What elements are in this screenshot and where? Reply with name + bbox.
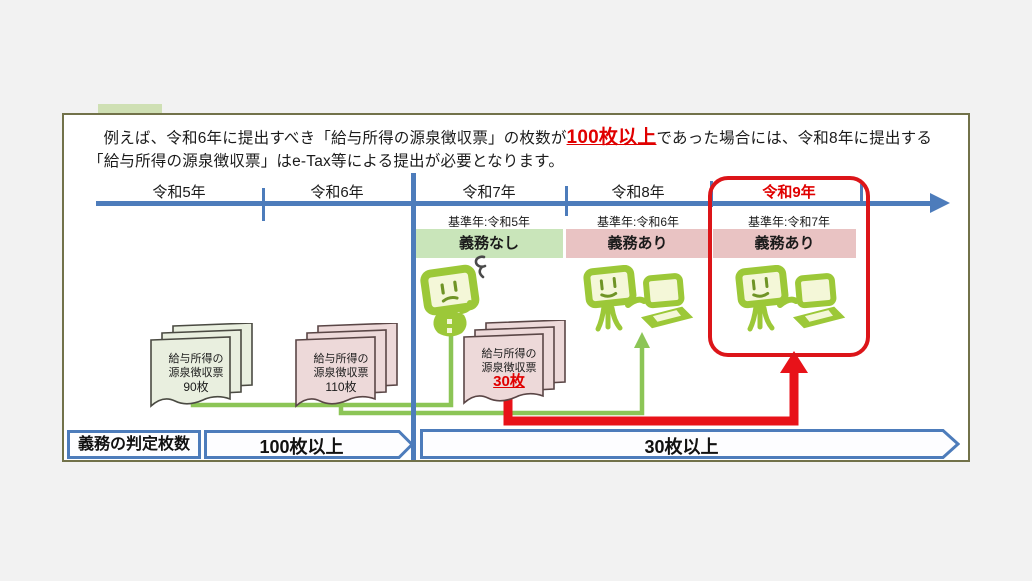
- intro-highlight-100sheets: 100枚以上: [566, 127, 657, 148]
- base-year-label-reiwa9: 基準年:令和7年: [747, 215, 830, 229]
- judgment-range-100-label: 100枚以上: [259, 437, 344, 457]
- judgment-range-arrow-30: [420, 429, 960, 459]
- base-year-label-reiwa7: 基準年:令和5年: [447, 215, 530, 229]
- obligation-band-required-r8: 義務あり: [566, 229, 709, 258]
- doc-title-line2: 源泉徴収票: [313, 367, 369, 379]
- intro-text-after: であった場合には、令和8年に提出する「給与所得の源泉徴収票」はe-Tax等による…: [88, 130, 933, 170]
- background-slide-tab: [98, 104, 162, 114]
- intro-text-before: 例えば、令和6年に提出すべき「給与所得の源泉徴収票」の枚数が: [103, 130, 567, 147]
- timeline-axis: [96, 201, 932, 206]
- timeline-arrowhead-icon: [930, 193, 950, 213]
- green-arrowhead-icon: [634, 332, 650, 348]
- judgment-range-arrow-100: [204, 430, 414, 459]
- diagram-panel: 例えば、令和6年に提出すべき「給与所得の源泉徴収票」の枚数が100枚以上であった…: [62, 113, 970, 462]
- intro-paragraph: 例えば、令和6年に提出すべき「給与所得の源泉徴収票」の枚数が100枚以上であった…: [88, 126, 956, 173]
- doc-title-line2: 源泉徴収票: [481, 362, 537, 374]
- year-label-reiwa6: 令和6年: [310, 184, 364, 201]
- red-arrowhead-icon: [780, 351, 808, 373]
- red-connector-30sheets: [503, 369, 799, 426]
- year-label-reiwa7: 令和7年: [462, 184, 516, 201]
- judgment-range-30-label: 30枚以上: [644, 437, 719, 457]
- obligation-band-required-r9: 義務あり: [713, 229, 856, 258]
- reiwa9-highlight-box: [708, 176, 870, 357]
- judgment-label-box: 義務の判定枚数: [67, 430, 201, 459]
- document-stack-110-label: 給与所得の 源泉徴収票 110枚: [301, 352, 381, 394]
- year-label-reiwa5: 令和5年: [152, 184, 206, 201]
- document-stack-90-label: 給与所得の 源泉徴収票 90枚: [156, 352, 236, 394]
- doc-count: 110枚: [325, 380, 357, 394]
- etax-mascot-with-laptop-icon: [735, 265, 846, 332]
- doc-title-line1: 給与所得の: [481, 348, 537, 360]
- doc-title-line1: 給与所得の: [313, 353, 369, 365]
- document-stack-90: [150, 323, 253, 408]
- year-label-reiwa9: 令和9年: [762, 184, 816, 201]
- etax-mascot-with-laptop-icon: [583, 265, 694, 332]
- document-stack-30-label: 給与所得の 源泉徴収票 30枚: [469, 347, 549, 389]
- doc-count: 90枚: [183, 380, 209, 394]
- document-stack-110: [295, 323, 398, 408]
- obligation-band-none: 義務なし: [415, 229, 563, 258]
- year-label-reiwa8: 令和8年: [611, 184, 665, 201]
- green-connector-110sheets: [338, 346, 645, 416]
- timeline-tick: [262, 188, 265, 221]
- timeline-tick: [565, 186, 568, 216]
- document-stack-30: [463, 320, 566, 405]
- base-year-label-reiwa8: 基準年:令和6年: [596, 215, 679, 229]
- doc-count-highlighted: 30枚: [493, 373, 525, 390]
- period-divider-line: [411, 173, 416, 460]
- doc-title-line2: 源泉徴収票: [168, 367, 224, 379]
- doc-title-line1: 給与所得の: [168, 353, 224, 365]
- etax-mascot-thinking-icon: [420, 255, 487, 337]
